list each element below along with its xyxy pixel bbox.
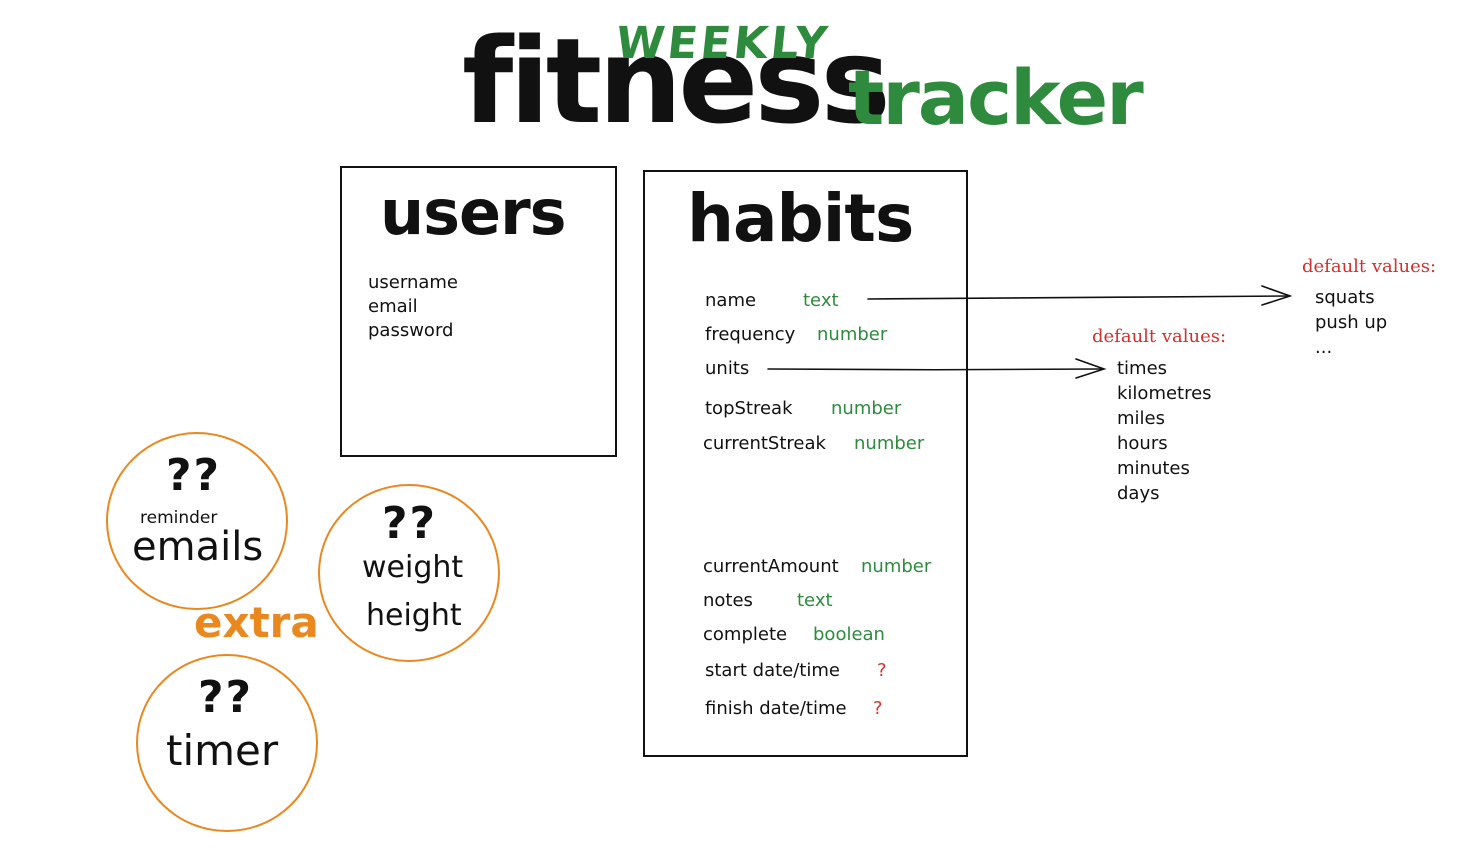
habits-type-notes: text [797, 590, 833, 611]
habits-type-currentstreak: number [854, 433, 925, 454]
title-fitness: fitness [462, 12, 891, 150]
habits-field-name: name [705, 290, 757, 311]
users-entity-box: users username email password [340, 166, 617, 457]
habits-field-notes: notes [703, 590, 753, 611]
habits-field-start-datetime: start date/time [705, 660, 840, 681]
name-default-item: push up [1315, 312, 1388, 333]
units-default-item: hours [1117, 433, 1168, 454]
users-field-email: email [368, 296, 418, 317]
timer-label: timer [166, 726, 279, 775]
habits-entity-box: habits name text frequency number units … [643, 170, 968, 757]
habits-type-name: text [803, 290, 839, 311]
users-title: users [380, 176, 567, 249]
users-field-password: password [368, 320, 454, 341]
habits-field-units: units [705, 358, 750, 379]
habits-type-start-datetime: ? [877, 660, 887, 681]
habits-type-topstreak: number [831, 398, 902, 419]
arrow-units-to-defaults [767, 358, 1107, 379]
habits-field-frequency: frequency [705, 324, 796, 345]
units-defaults-label: default values: [1092, 326, 1227, 347]
units-default-item: miles [1117, 408, 1165, 429]
name-defaults-list: squats push up ... [1315, 285, 1387, 360]
habits-type-frequency: number [817, 324, 888, 345]
units-defaults-list: times kilometres miles hours minutes day… [1117, 356, 1212, 506]
habits-field-currentstreak: currentStreak [703, 433, 826, 454]
extra-timer-circle: ?? timer [136, 654, 318, 832]
habits-type-currentamount: number [861, 556, 932, 577]
habits-type-complete: boolean [813, 624, 885, 645]
emails-reminder-label: reminder [140, 508, 218, 528]
habits-field-finish-datetime: finish date/time [705, 698, 847, 719]
extra-emails-circle: ?? reminder emails [106, 432, 288, 610]
units-default-item: days [1117, 483, 1160, 504]
habits-field-currentamount: currentAmount [703, 556, 839, 577]
extra-label: extra [194, 598, 319, 647]
emails-label: emails [132, 524, 264, 570]
weight-label: weight [362, 550, 464, 585]
arrow-name-to-defaults [867, 285, 1293, 306]
habits-title: habits [687, 180, 914, 257]
weight-question-marks: ?? [382, 498, 438, 549]
name-defaults-label: default values: [1302, 256, 1437, 277]
habits-type-finish-datetime: ? [873, 698, 883, 719]
extra-weight-circle: ?? weight height [318, 484, 500, 662]
habits-field-complete: complete [703, 624, 788, 645]
name-default-item: ... [1315, 337, 1333, 358]
name-default-item: squats [1315, 287, 1375, 308]
habits-field-topstreak: topStreak [705, 398, 793, 419]
height-label: height [366, 598, 462, 633]
units-default-item: kilometres [1117, 383, 1212, 404]
units-default-item: minutes [1117, 458, 1190, 479]
title-tracker: tracker [848, 53, 1144, 142]
timer-question-marks: ?? [198, 672, 254, 723]
units-default-item: times [1117, 358, 1168, 379]
users-field-username: username [368, 272, 458, 293]
emails-question-marks: ?? [166, 450, 222, 501]
